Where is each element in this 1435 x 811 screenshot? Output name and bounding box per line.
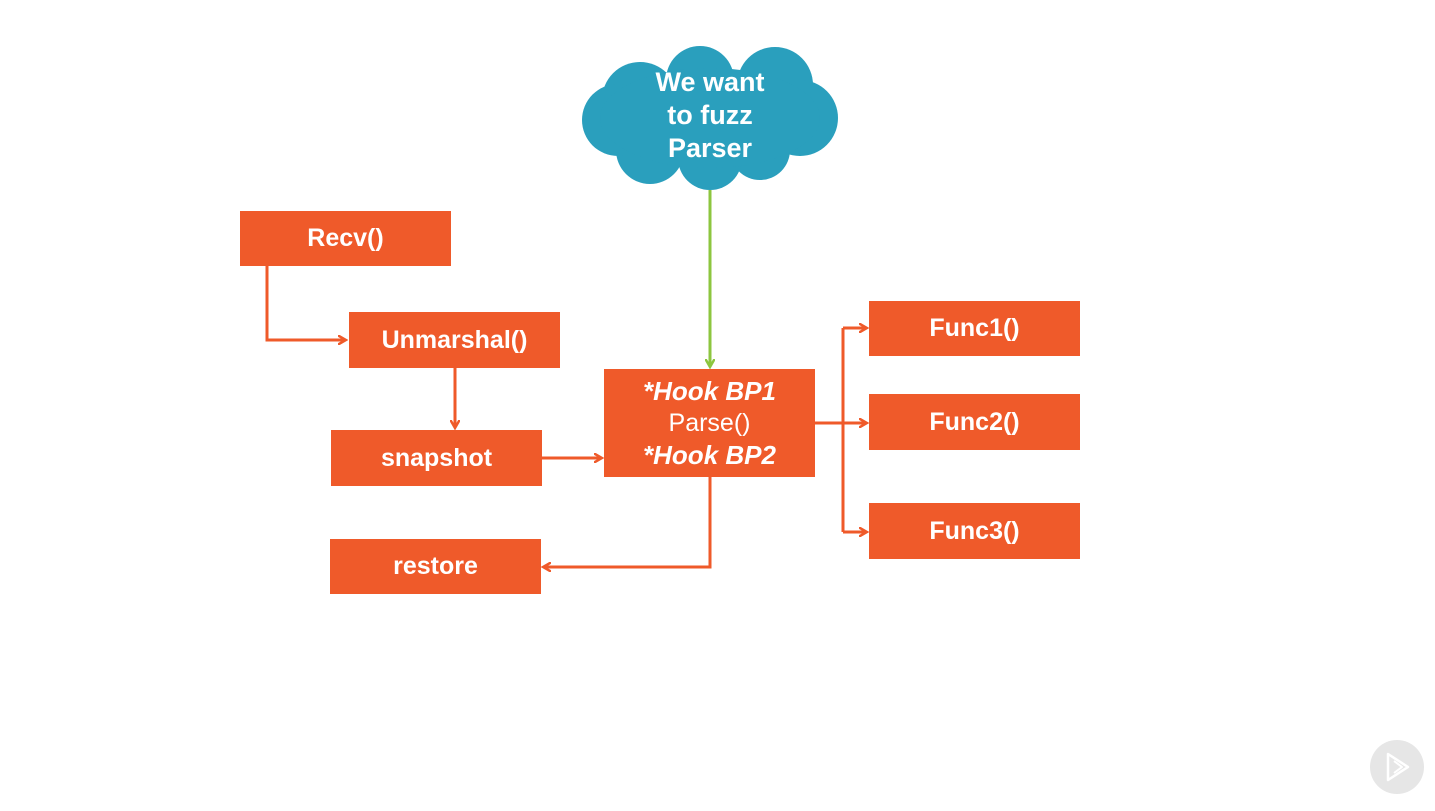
cloud-line-2: to fuzz	[667, 100, 753, 130]
func3-box: Func3()	[869, 503, 1080, 559]
parse-to-restore-arrow	[543, 477, 712, 567]
snapshot-box: snapshot	[331, 430, 542, 486]
snapshot-label: snapshot	[380, 443, 493, 472]
func1-box: Func1()	[869, 301, 1080, 356]
parse-box: *Hook BP1 Parse() *Hook BP2	[604, 369, 815, 477]
func3-label: Func3()	[929, 516, 1020, 545]
parse-label: Parse()	[668, 409, 751, 437]
cloud-label: We want to fuzz Parser	[600, 66, 820, 165]
func2-box: Func2()	[869, 394, 1080, 450]
play-button[interactable]	[1370, 740, 1424, 794]
hook-bp2-label: *Hook BP2	[643, 440, 776, 470]
hook-bp1-label: *Hook BP1	[643, 376, 776, 406]
recv-box: Recv()	[240, 211, 451, 266]
func2-label: Func2()	[929, 407, 1020, 436]
restore-box: restore	[330, 539, 541, 594]
unmarshal-label: Unmarshal()	[381, 325, 528, 354]
func1-label: Func1()	[929, 314, 1020, 342]
cloud-line-1: We want	[655, 67, 765, 97]
play-icon	[1386, 752, 1410, 782]
unmarshal-box: Unmarshal()	[349, 312, 560, 368]
recv-label: Recv()	[307, 224, 384, 252]
cloud-shape	[582, 46, 838, 190]
recv-to-unmarshal-arrow	[265, 266, 346, 340]
restore-label: restore	[393, 552, 478, 580]
cloud-line-3: Parser	[667, 133, 753, 163]
